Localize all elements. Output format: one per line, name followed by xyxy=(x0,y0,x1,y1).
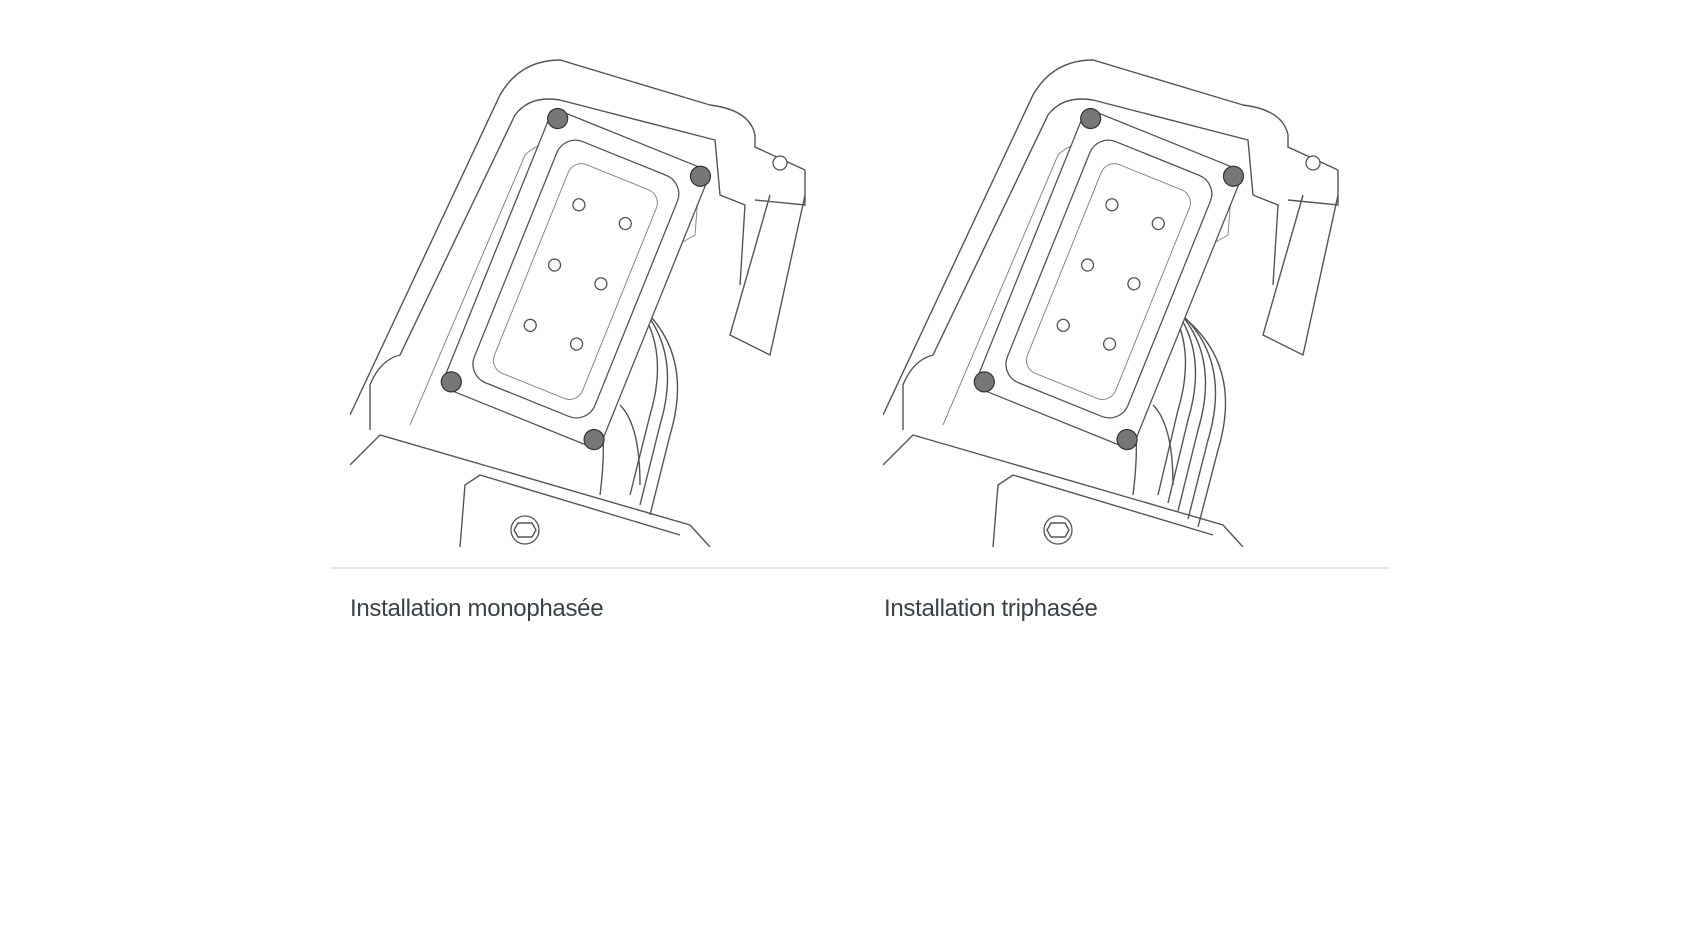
divider xyxy=(330,567,1390,569)
single-phase-installation-illustration xyxy=(349,55,842,548)
three-phase-installation-illustration xyxy=(882,55,1375,548)
connector-drawing xyxy=(349,59,806,548)
connector-drawing xyxy=(882,59,1339,548)
caption-three-phase: Installation triphasée xyxy=(884,595,1098,622)
caption-single-phase: Installation monophasée xyxy=(350,595,604,622)
